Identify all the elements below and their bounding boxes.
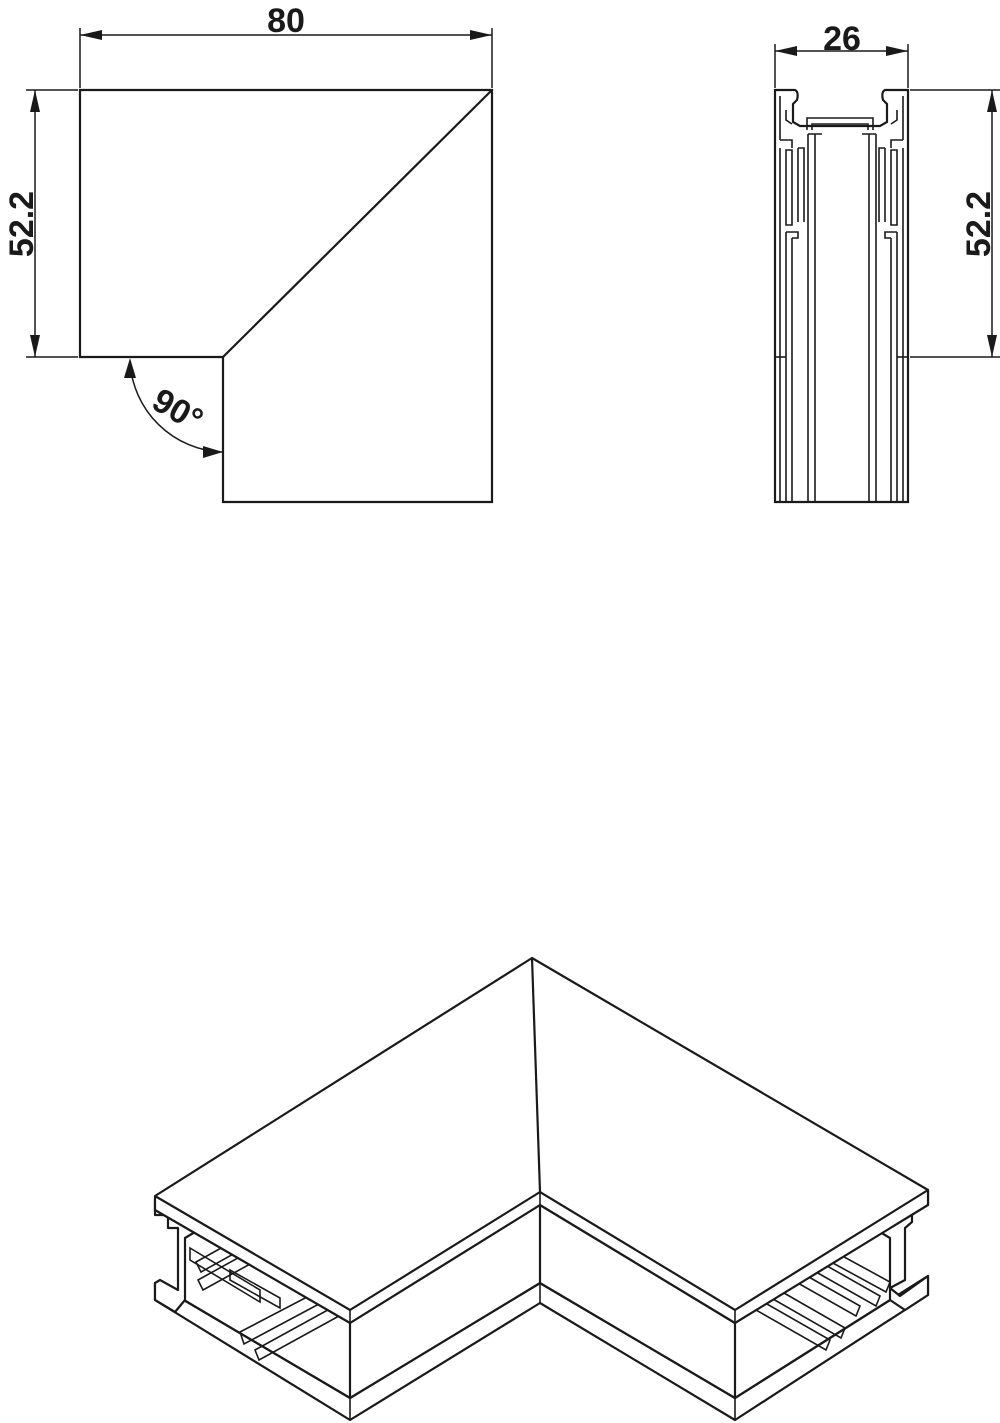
side-width-label: 26 — [823, 20, 861, 58]
height-label-left: 52.2 — [3, 191, 41, 257]
height-label-right: 52.2 — [960, 191, 998, 257]
side-width-dimension: 26 — [774, 20, 909, 88]
top-crossbar — [806, 117, 874, 130]
angle-label: 90° — [146, 381, 210, 440]
width-label: 80 — [267, 2, 305, 40]
miter-line — [222, 89, 493, 358]
angle-dimension: 90° — [124, 358, 223, 458]
side-view-outline — [773, 88, 910, 504]
isometric-view — [153, 956, 930, 1422]
width-dimension: 80 — [79, 2, 493, 88]
front-view: 80 52.2 90° — [3, 2, 494, 504]
height-dimension-left: 52.2 — [3, 89, 78, 358]
height-dimension-right: 52.2 — [910, 89, 1000, 358]
side-view: 26 52.2 — [773, 20, 1000, 504]
